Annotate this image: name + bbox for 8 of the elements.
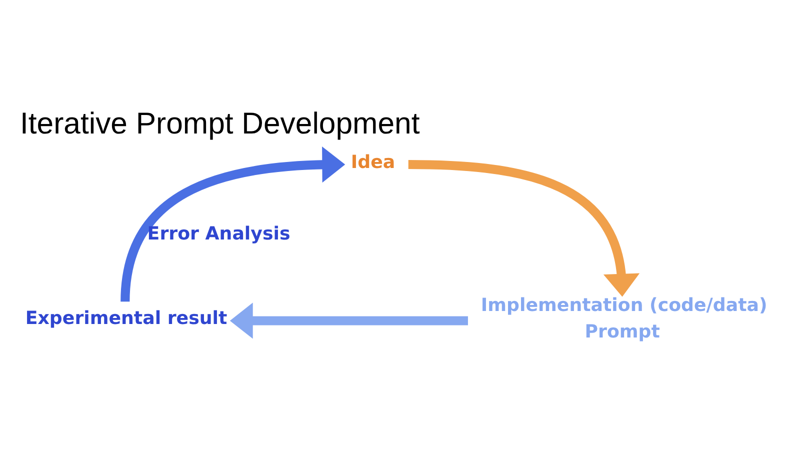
node-text: Idea (350, 152, 395, 173)
arrow (120, 146, 345, 302)
edge-label: Error Analysis (146, 223, 290, 244)
node-text: Experimental result (24, 308, 227, 330)
node-text: Implementation (code/data) Prompt (480, 295, 767, 342)
arrow (229, 302, 468, 339)
diagram-title: Iterative Prompt Development (20, 107, 420, 140)
arrow (408, 160, 640, 297)
